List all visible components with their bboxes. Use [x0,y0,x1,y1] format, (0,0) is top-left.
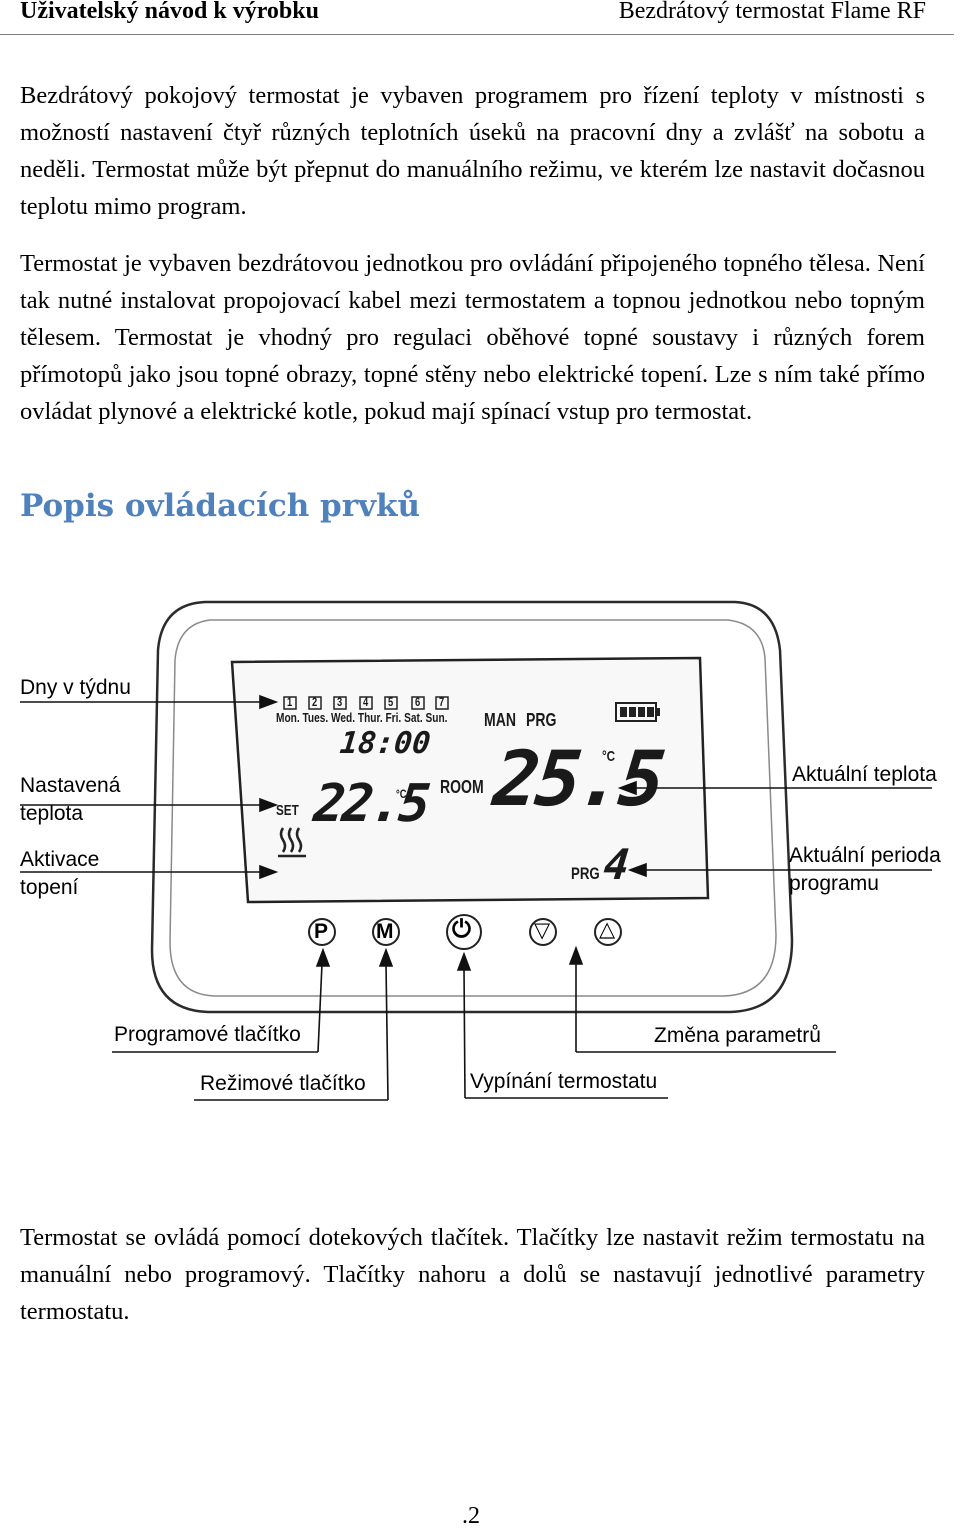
lcd-unit-small: °C [396,787,407,801]
section-heading: Popis ovládacích prvků [20,488,421,524]
lcd-man-indicator: MAN [484,710,516,730]
day-number-boxes [283,696,449,710]
thermostat-illustration [20,600,932,1101]
label-current-temperature: Aktuální teplota [792,763,937,786]
page-number: .2 [462,1503,480,1529]
lcd-prg-label: PRG [571,864,600,883]
lcd-set-temperature: 22.5 [310,774,431,834]
day-number: 5 [388,695,394,709]
heating-icon [278,827,306,858]
label-days-of-week: Dny v týdnu [20,676,131,699]
thermostat-outer-frame [150,600,794,1014]
power-button[interactable]: ⏻ [452,916,471,943]
day-number: 3 [337,695,343,709]
label-power-button: Vypínání termostatu [470,1070,658,1093]
intro-paragraph-2: Termostat je vybaven bezdrátovou jednotk… [20,250,925,425]
program-button[interactable]: P [314,920,329,943]
label-current-period-line1: Aktuální perioda [789,844,941,867]
header-product-name: Bezdrátový termostat Flame RF [618,0,926,24]
button-outlines [308,914,622,950]
day-number: 4 [363,695,369,709]
mode-button[interactable]: M [376,920,394,943]
day-number: 7 [439,695,445,709]
lcd-screen-outline [230,656,710,904]
lcd-room-label: ROOM [440,777,484,797]
lcd-room-temperature: 25.5 [489,734,666,823]
header-divider [0,34,954,35]
day-number: 2 [312,695,318,709]
label-set-temperature-line1: Nastavená [20,774,121,797]
lcd-prg-indicator: PRG [526,710,557,730]
label-parameter-change: Změna parametrů [654,1024,821,1047]
lcd-program-period: 4 [601,840,632,889]
header-manual-title: Uživatelský návod k výrobku [20,0,319,24]
lcd-set-label: SET [276,802,299,819]
up-button[interactable]: △ [599,918,616,941]
thermostat-bezel [169,619,777,997]
day-number: 1 [287,695,293,709]
intro-paragraph-1: Bezdrátový pokojový termostat je vybaven… [20,82,925,220]
label-mode-button: Režimové tlačítko [200,1072,366,1095]
lcd-unit-large: °C [602,748,616,765]
label-set-temperature-line2: teplota [20,802,84,825]
lcd-day-names: Mon. Tues. Wed. Thur. Fri. Sat. Sun. [276,710,448,725]
label-current-period-line2: programu [789,872,879,895]
lcd-clock: 18:00 [338,726,433,761]
thermostat-diagram: 1 2 3 4 5 6 7 Mon. Tues. Wed. Thur. Fri.… [0,580,960,1140]
label-program-button: Programové tlačítko [114,1023,301,1046]
usage-paragraph: Termostat se ovládá pomocí dotekových tl… [20,1224,925,1325]
label-heating-activation-line1: Aktivace [20,848,100,871]
callout-lines [20,694,932,1101]
day-number: 6 [415,695,421,709]
battery-icon [615,702,660,722]
down-button[interactable]: ▽ [534,919,551,942]
label-heating-activation-line2: topení [20,876,79,899]
